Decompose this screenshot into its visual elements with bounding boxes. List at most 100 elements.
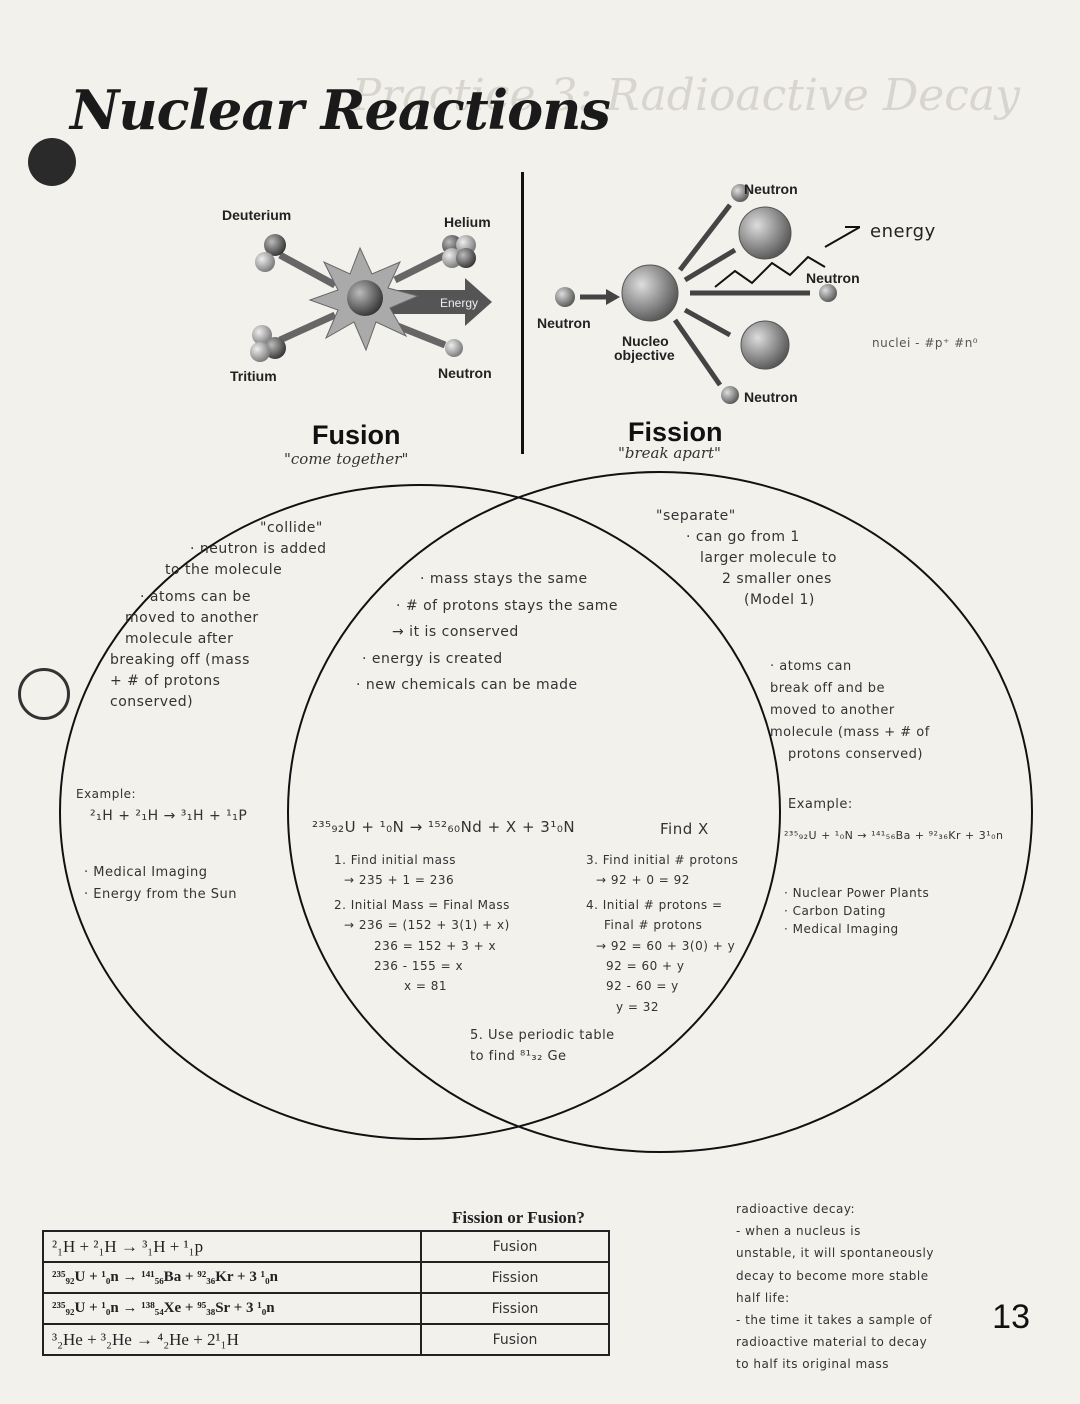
step: 92 = 60 + y [606,958,685,973]
step: → 92 = 60 + 3(0) + y [596,938,736,953]
step: 5. Use periodic table [470,1028,615,1043]
page-number: 13 [992,1298,1030,1336]
both-notes: · mass stays the same · # of protons sta… [356,566,716,699]
step: → 236 = (152 + 3(1) + x) [344,918,510,933]
fusion-note: conserved) [110,694,194,710]
side-note: to half its original mass [736,1357,890,1372]
fusion-example-label: Example: [76,787,137,801]
fusion-heading: Fusion [312,420,401,450]
fission-example-eq: ²³⁵₉₂U + ¹₀N → ¹⁴¹₅₆Ba + ⁹²₃₆Kr + 3¹₀n [784,829,1004,842]
side-note: - when a nucleus is [736,1224,861,1239]
diagram-divider [521,172,524,454]
fission-note: "separate" [656,508,736,524]
fusion-notes: "collide" · neutron is added to the mole… [110,518,340,713]
problem-find: Find X [660,820,709,838]
fission-note: 2 smaller ones [722,571,832,587]
fission-note: larger molecule to [700,550,837,566]
fission-heading: Fission [628,417,723,447]
table-eq: ²³⁵₉₂U + ¹₀n → ¹³⁸₅₄Xe + ⁹⁵₃₈Sr + 3 ¹₀n [42,1292,422,1325]
step: 1. Find initial mass [334,853,457,867]
fusion-circle [59,484,781,1140]
fission-use: · Nuclear Power Plants [784,886,930,900]
step: 4. Initial # protons = [586,897,723,912]
fusion-diagram [250,234,492,362]
label-neutron-top: Neutron [744,181,798,197]
nuclei-note: nuclei - #p⁺ #n⁰ [872,336,979,350]
fusion-example-eq: ²₁H + ²₁H → ³₁H + ¹₁P [90,808,248,824]
fusion-note: "collide" [260,520,323,536]
label-nucleo: Nucleo [622,333,669,349]
step: → 92 + 0 = 92 [596,873,690,888]
label-energy: Energy [440,296,479,310]
label-neutron-bottom: Neutron [744,389,798,405]
fission-fusion-table: ²₁H + ²₁H → ³₁H + ¹₁p Fusion ²³⁵₉₂U + ¹₀… [42,1230,610,1356]
label-objective: objective [614,347,675,363]
fission-circle [287,471,1033,1153]
label-helium: Helium [444,214,491,230]
fission-notes-2: · atoms can break off and be moved to an… [770,656,1000,766]
step: 92 - 60 = y [606,979,679,994]
step-5: 5. Use periodic table to find ⁸¹₃₂ Ge [470,1026,615,1068]
fission-uses: · Nuclear Power Plants · Carbon Dating ·… [784,884,929,938]
fission-note: break off and be [770,681,886,697]
both-note: → it is conserved [392,624,519,641]
step: Final # protons [604,918,703,933]
fission-note: protons conserved) [788,747,923,763]
table-row: ²₁H + ²₁H → ³₁H + ¹₁p Fusion [42,1230,610,1263]
table-ans: Fission [420,1292,610,1325]
fusion-subheading: "come together" [284,450,409,468]
side-notes: radioactive decay: - when a nucleus is u… [736,1198,934,1376]
fission-note: molecule (mass + # of [770,725,930,741]
fusion-note: · neutron is added [190,541,327,557]
fission-note: (Model 1) [744,592,815,608]
both-note: · # of protons stays the same [396,597,619,614]
table-eq: ³₂He + ³₂He → ⁴₂He + 2¹₁H [42,1323,422,1356]
side-note: half life: [736,1290,790,1305]
fusion-note: moved to another [125,610,259,626]
fission-note: · atoms can [770,659,852,674]
side-note: decay to become more stable [736,1268,929,1283]
both-note: · energy is created [362,650,503,667]
step: → 235 + 1 = 236 [344,873,455,888]
step: 236 - 155 = x [374,958,464,973]
table-header: Fission or Fusion? [452,1208,585,1227]
step: 236 = 152 + 3 + x [374,938,497,953]
table-ans: Fission [420,1261,610,1294]
table-ans: Fusion [420,1323,610,1356]
steps-left: 1. Find initial mass → 235 + 1 = 236 2. … [334,850,510,997]
step: x = 81 [404,979,448,994]
fusion-note: · atoms can be [140,589,252,605]
both-note: · mass stays the same [420,571,588,587]
side-note: - the time it takes a sample of [736,1312,933,1327]
step: y = 32 [616,999,660,1014]
steps-right: 3. Find initial # protons → 92 + 0 = 92 … [586,850,738,1017]
label-neutron: Neutron [438,365,492,381]
fission-use: · Medical Imaging [784,922,899,936]
fusion-note: + # of protons [110,673,221,689]
fusion-uses: · Medical Imaging · Energy from the Sun [84,862,237,906]
ghost-title: Practice 3: Radioactive Decay [351,70,1020,121]
table-row: ³₂He + ³₂He → ⁴₂He + 2¹₁H Fusion [42,1323,610,1356]
step: 3. Find initial # protons [586,853,739,867]
problem-equation: ²³⁵₉₂U + ¹₀N → ¹⁵²₆₀Nd + X + 3¹₀N [312,818,576,836]
fission-notes: "separate" · can go from 1 larger molecu… [656,506,916,611]
label-deuterium: Deuterium [222,207,292,223]
table-eq: ²₁H + ²₁H → ³₁H + ¹₁p [42,1230,422,1263]
binder-hole-ring [18,668,70,720]
fission-diagram [555,184,860,404]
table-ans: Fusion [420,1230,610,1263]
label-neutron-in: Neutron [537,315,591,331]
fusion-note: to the molecule [165,562,283,578]
label-tritium: Tritium [230,368,277,384]
fission-example-label: Example: [788,797,853,812]
step: 2. Initial Mass = Final Mass [334,897,510,912]
side-note: radioactive material to decay [736,1335,928,1350]
binder-hole [28,138,76,186]
table-row: ²³⁵₉₂U + ¹₀n → ¹⁴¹₅₆Ba + ⁹²₃₆Kr + 3 ¹₀n … [42,1261,610,1294]
side-note: radioactive decay: [736,1202,856,1216]
label-energy-fission: energy [870,221,936,242]
fusion-use: · Medical Imaging [84,865,208,880]
fission-note: · can go from 1 [686,529,800,545]
step: to find ⁸¹₃₂ Ge [470,1048,567,1064]
